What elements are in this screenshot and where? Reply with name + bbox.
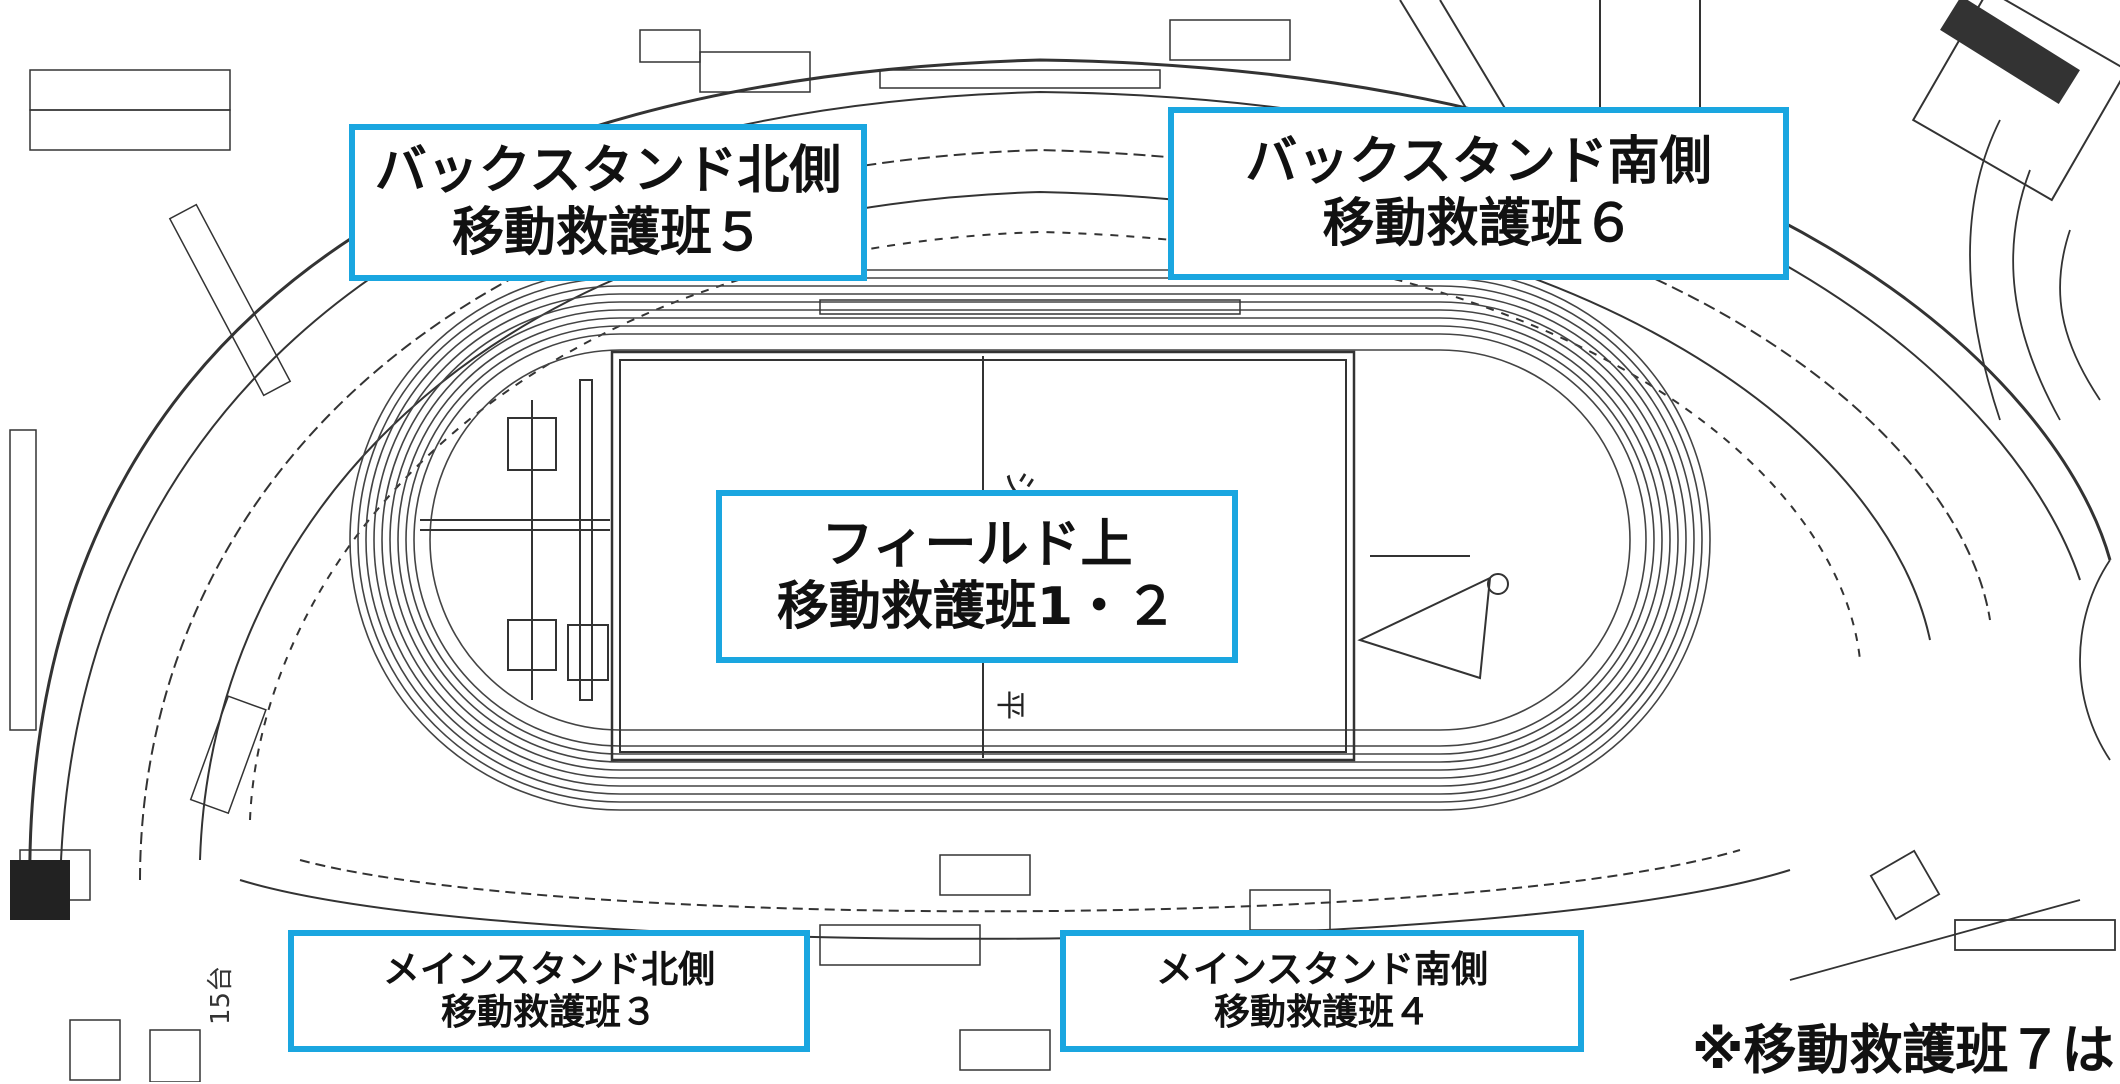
field-marking-char: 平: [992, 690, 1027, 720]
callout-team-label: 移動救護班４: [1213, 991, 1430, 1033]
callout-main-stand-south: メインスタンド南側 移動救護班４: [1060, 930, 1584, 1052]
callout-area-label: バックスタンド北側: [374, 141, 842, 202]
outer-concourse-arc: [28, 58, 2112, 901]
field-event-right: [1357, 555, 1509, 680]
left-stand-blocks: [9, 69, 292, 1082]
callout-team-label: 移動救護班５: [451, 202, 764, 263]
field-event-left: [420, 379, 610, 701]
callout-area-label: メインスタンド南側: [1155, 947, 1489, 991]
running-track: [349, 269, 1711, 811]
parking-count-label: 15台: [206, 965, 236, 1025]
callout-area-label: メインスタンド北側: [382, 947, 716, 991]
callout-area-label: バックスタンド南側: [1245, 132, 1712, 193]
callout-team-label: 移動救護班３: [440, 991, 657, 1033]
callout-field: フィールド上 移動救護班1・２: [716, 490, 1238, 663]
callout-back-stand-south: バックスタンド南側 移動救護班６: [1168, 107, 1789, 280]
callout-area-label: フィールド上: [821, 515, 1133, 576]
callout-team-label: 移動救護班1・２: [776, 576, 1178, 637]
callout-team-label: 移動救護班６: [1322, 193, 1635, 254]
team-7-note: ※移動救護班７は: [1688, 1008, 2119, 1084]
back-stand-structures: [639, 19, 1291, 315]
infield-pitch: [610, 350, 1356, 762]
right-parking-area: [1789, 119, 2116, 981]
callout-main-stand-north: メインスタンド北側 移動救護班３: [288, 930, 810, 1052]
callout-back-stand-north: バックスタンド北側 移動救護班５: [349, 124, 867, 281]
